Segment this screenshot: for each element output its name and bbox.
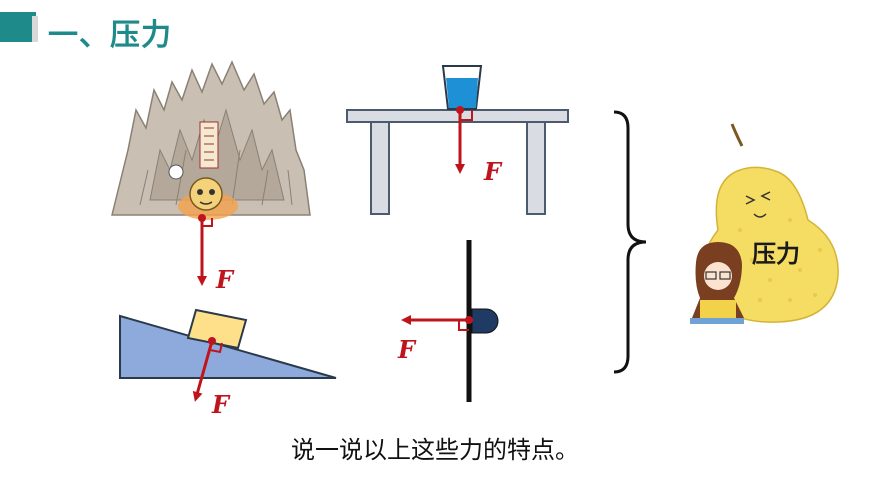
- page-title: 一、压力: [48, 18, 172, 53]
- table-scene: [346, 65, 569, 215]
- incline-force-label: F: [211, 390, 231, 419]
- curly-brace: [613, 110, 647, 374]
- mountain-force: F: [197, 214, 235, 294]
- mountain-scene: [111, 60, 311, 220]
- monkey-figure: [189, 177, 223, 211]
- pear-character: 压力: [690, 123, 839, 324]
- wall-force: F: [397, 315, 473, 364]
- pear-label: 压力: [752, 240, 800, 268]
- incline-block: [186, 308, 248, 350]
- table-force-label: F: [483, 157, 503, 186]
- title-marker-icon: [0, 12, 38, 42]
- wall-force-label: F: [397, 335, 417, 364]
- caption: 说一说以上这些力的特点。: [291, 436, 579, 464]
- incline-scene: [119, 308, 337, 379]
- thumbtack-head: [471, 308, 499, 334]
- wall-scene: [466, 240, 499, 402]
- talisman-scroll: [199, 121, 219, 169]
- table-force: F: [455, 106, 503, 186]
- table-leg-right: [526, 121, 546, 215]
- mountain-force-label: F: [215, 265, 235, 294]
- incline-force: F: [192, 337, 231, 419]
- table-leg-left: [370, 121, 390, 215]
